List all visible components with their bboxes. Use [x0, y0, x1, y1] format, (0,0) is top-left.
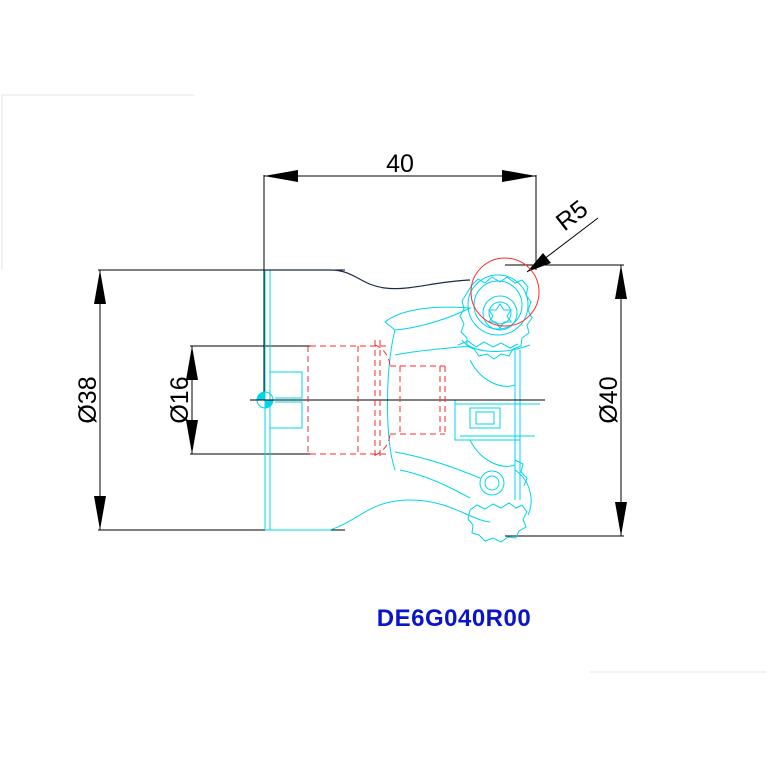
- dimension-cutting-diameter-label: Ø40: [595, 376, 623, 423]
- sheet-border: [1, 94, 767, 673]
- tool-body-outline: [256, 269, 540, 543]
- dimension-radius: R5: [526, 195, 599, 273]
- dimension-bore-diameter: Ø16: [166, 345, 310, 455]
- dimension-radius-label: R5: [551, 195, 593, 237]
- part-code-label: DE6G040R00: [377, 605, 531, 632]
- dimension-width: 40: [263, 150, 537, 400]
- top-profile-curve: [265, 269, 471, 290]
- dimension-shank-diameter-label: Ø38: [74, 376, 102, 423]
- dimension-cutting-diameter: Ø40: [505, 264, 627, 537]
- dimension-bore-diameter-label: Ø16: [166, 376, 194, 423]
- dimension-width-label: 40: [386, 150, 414, 178]
- hidden-lines: [307, 257, 540, 460]
